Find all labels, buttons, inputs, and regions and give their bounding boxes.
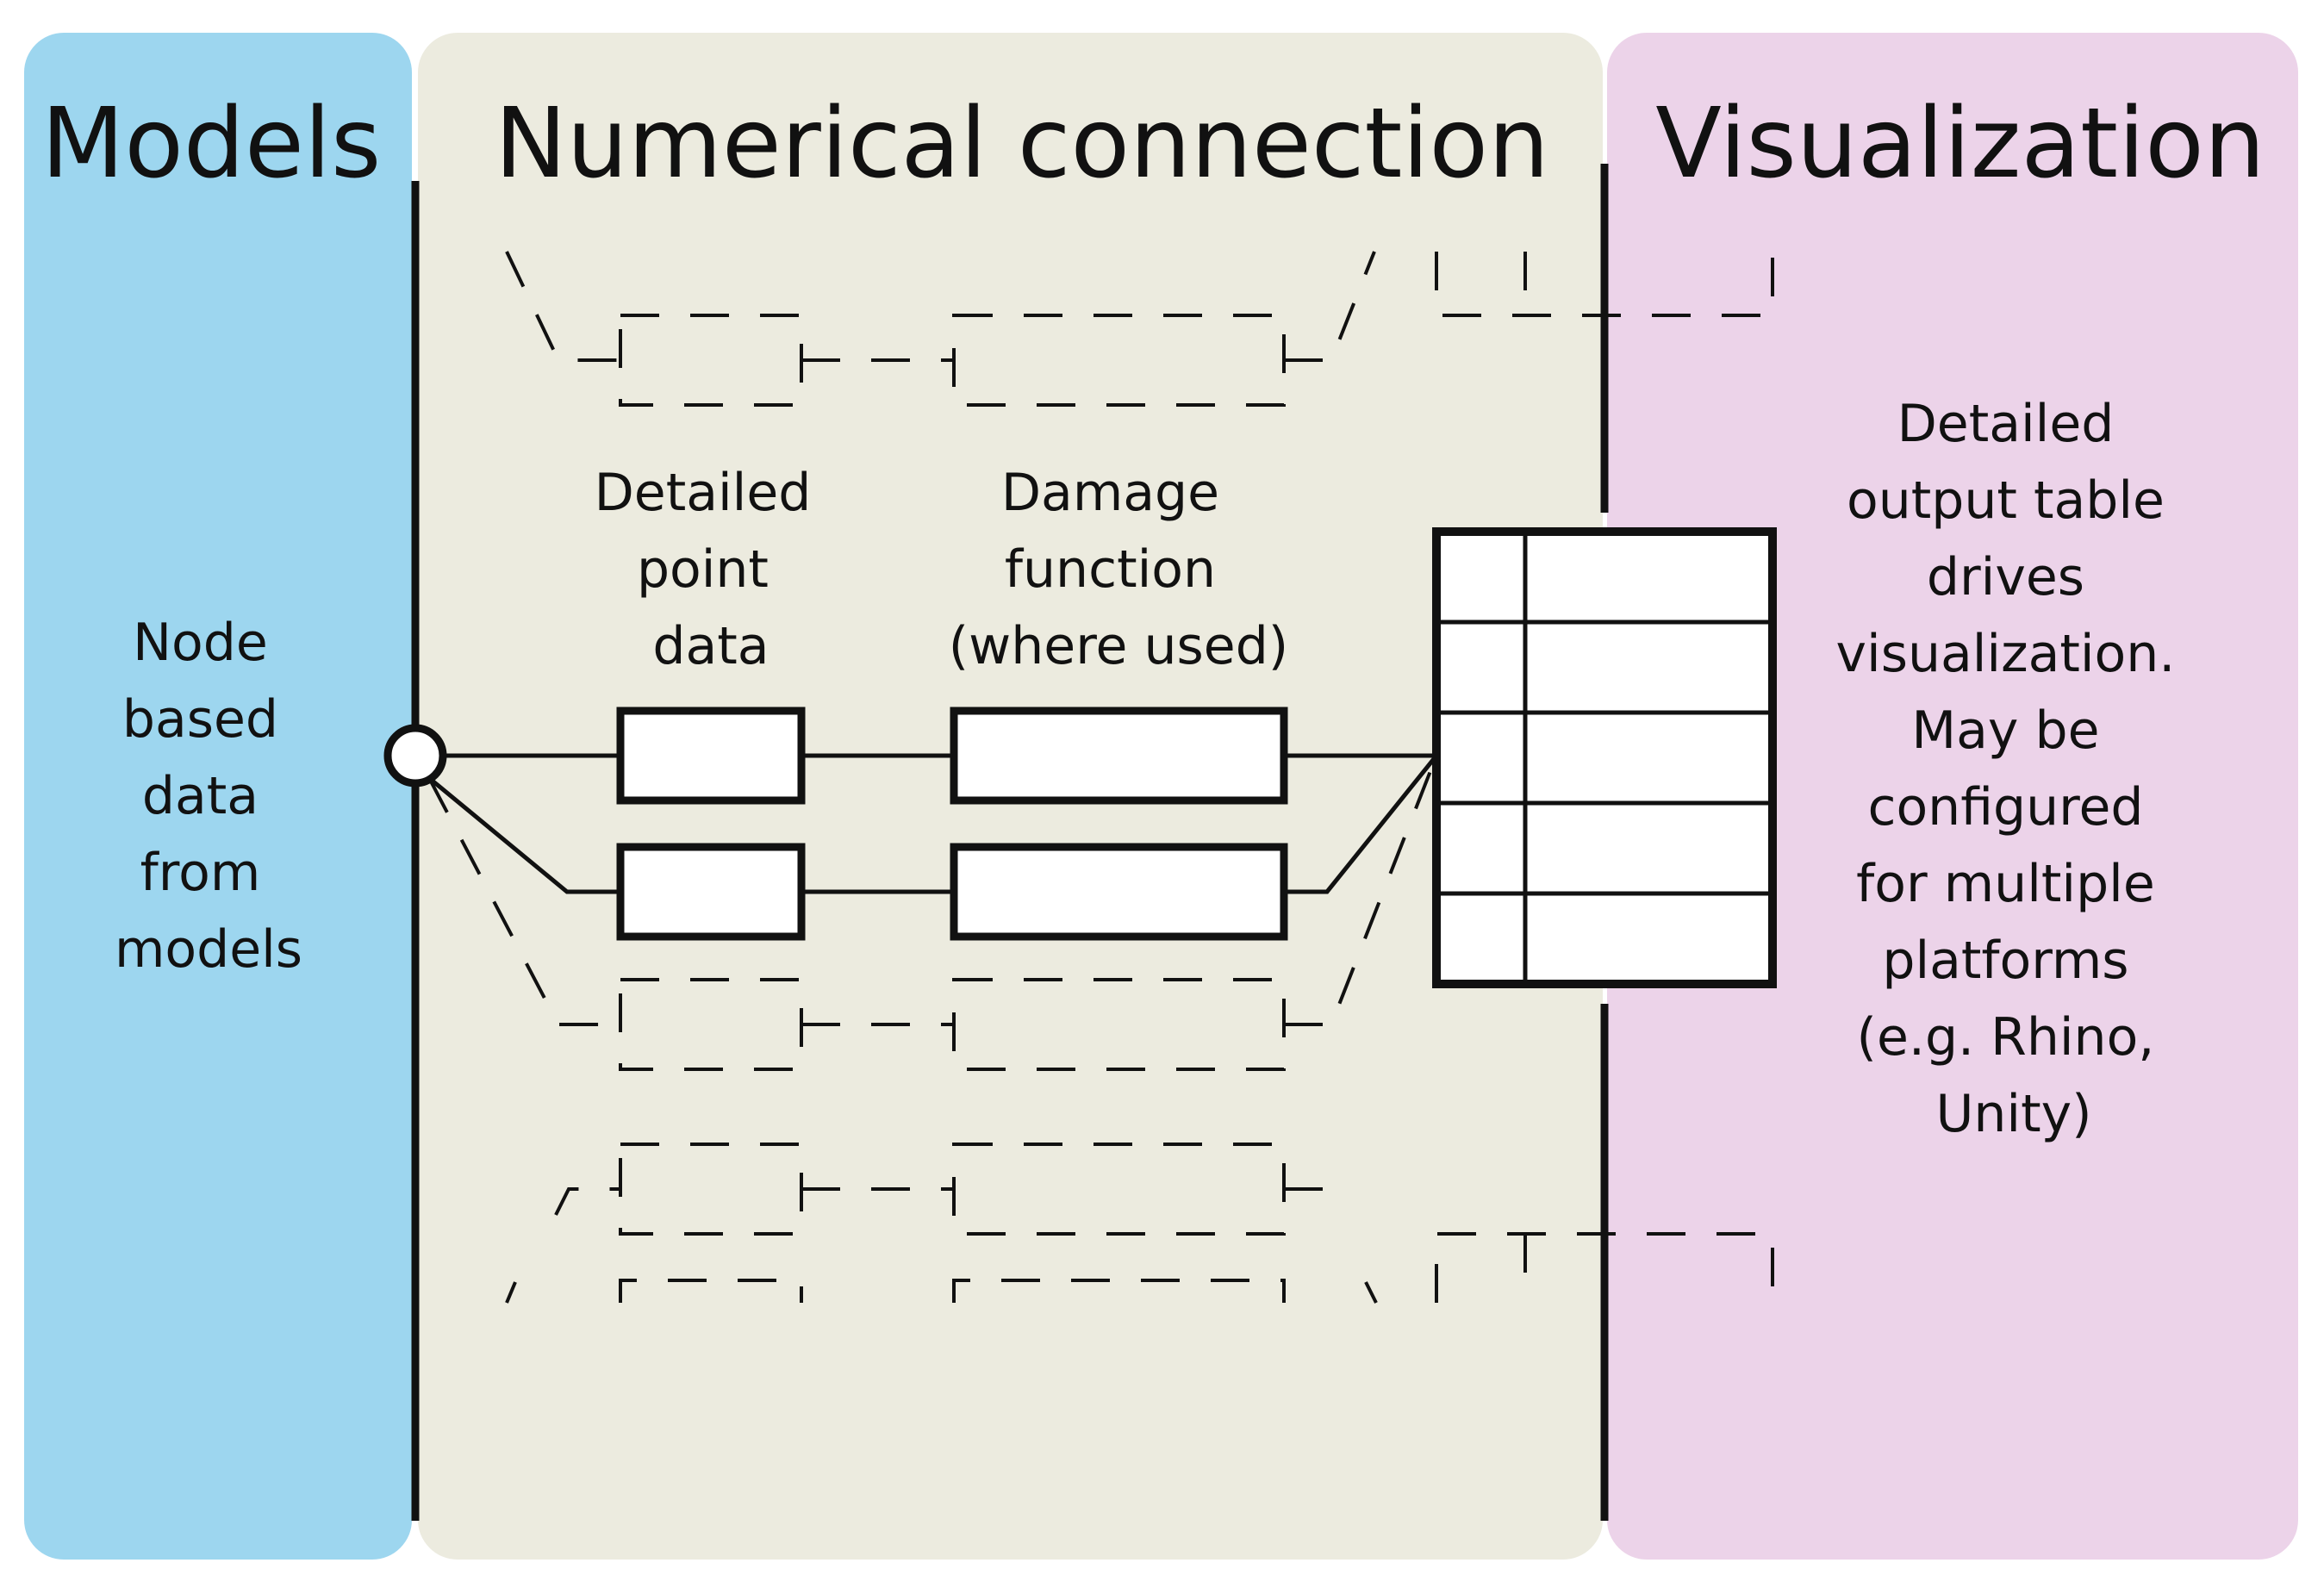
dashed-connector — [1284, 755, 1438, 1026]
dashed-damage-function-box — [952, 978, 1286, 1071]
dashed-point-data-box — [619, 978, 803, 1071]
models-title: Models — [41, 88, 382, 200]
models-description-line: from — [140, 843, 261, 903]
dashed-connector — [505, 251, 620, 362]
dashed-box-fragment — [952, 1279, 1286, 1303]
point-data-label-line: data — [652, 616, 769, 676]
point-data-label-line: point — [637, 539, 769, 600]
point-data-label-line: Detailed — [595, 463, 812, 523]
visualization-description-line: (e.g. Rhino, — [1857, 1007, 2155, 1068]
damage-function-label-line: function — [1005, 539, 1216, 600]
damage-function-label-line: (where used) — [949, 616, 1288, 676]
models-panel — [24, 33, 412, 1560]
dashed-connector — [1284, 251, 1376, 362]
output-table-frame — [1432, 527, 1777, 988]
dashed-point-data-box — [619, 1143, 803, 1236]
models-description-line: data — [142, 766, 259, 826]
models-description: Node based data from models — [115, 613, 302, 980]
visualization-description-line: drives — [1927, 547, 2084, 607]
visualization-title: Visualization — [1655, 88, 2265, 200]
damage-function-box — [950, 843, 1288, 941]
models-description-line: Node — [133, 613, 268, 673]
dashed-connector — [427, 777, 620, 1026]
visualization-panel — [1607, 33, 2298, 1560]
dashed-damage-function-box — [952, 1143, 1286, 1236]
dashed-connector — [1364, 1281, 1378, 1304]
process-boxes — [616, 707, 1288, 941]
models-description-line: models — [115, 919, 302, 980]
dashed-row-3 — [554, 1143, 1339, 1236]
dashed-connector — [505, 1281, 517, 1304]
point-data-box — [616, 843, 806, 941]
connector-line — [1286, 754, 1438, 894]
models-description-line: based — [122, 689, 278, 750]
connector-line — [427, 776, 619, 894]
visualization-description: Detailed output table drives visualizati… — [1836, 394, 2192, 1144]
visualization-description-line: May be — [1911, 700, 2099, 761]
visualization-description-line: visualization. — [1836, 624, 2176, 684]
dashed-table-fragment — [1435, 1232, 1774, 1303]
dashed-connector — [1284, 1187, 1339, 1216]
solid-connectors — [427, 753, 1438, 894]
visualization-description-line: configured — [1867, 777, 2143, 837]
point-data-label: Detailed point data — [595, 463, 828, 676]
visualization-description-line: platforms — [1882, 931, 2128, 991]
point-data-box — [616, 707, 806, 805]
dashed-row-1 — [505, 251, 1774, 407]
damage-function-label: Damage function (where used) — [949, 463, 1288, 676]
dashed-point-data-box — [619, 314, 803, 407]
visualization-description-line: Unity) — [1935, 1084, 2091, 1144]
visualization-description-line: for multiple — [1856, 854, 2155, 914]
dashed-table-fragment — [1435, 252, 1774, 317]
numerical-connection-title: Numerical connection — [495, 88, 1549, 200]
visualization-description-line: output table — [1847, 470, 2165, 531]
visualization-description-line: Detailed — [1897, 394, 2115, 454]
damage-function-box — [950, 707, 1288, 805]
dashed-connector — [554, 1187, 620, 1216]
dashed-row-4 — [505, 1232, 1774, 1304]
model-node-icon — [383, 724, 447, 788]
damage-function-label-line: Damage — [1001, 463, 1219, 523]
dashed-box-fragment — [619, 1279, 803, 1303]
output-table — [1432, 527, 1777, 988]
dashed-damage-function-box — [952, 314, 1286, 407]
dashed-row-2 — [427, 755, 1438, 1071]
